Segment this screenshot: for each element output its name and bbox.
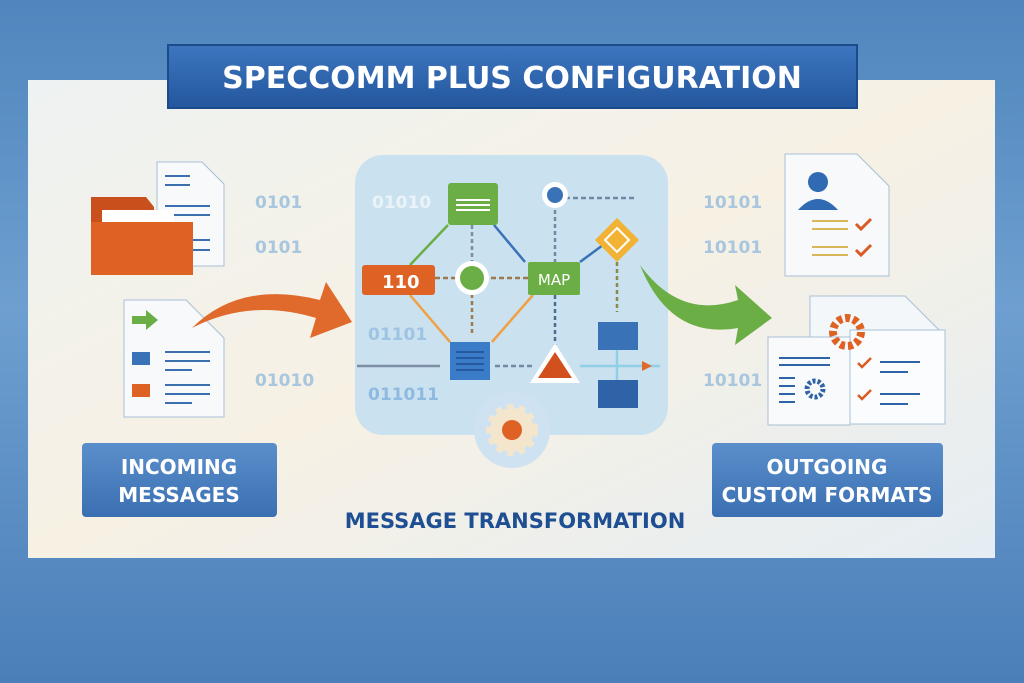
- source-node: 110: [362, 265, 435, 295]
- warning-triangle-icon: [530, 343, 580, 383]
- binary-text: 10101: [703, 238, 762, 258]
- outgoing-arrow-icon: [640, 265, 772, 345]
- binary-text: 01101: [368, 325, 427, 345]
- svg-text:OUTGOING: OUTGOING: [767, 455, 888, 479]
- svg-text:CUSTOM FORMATS: CUSTOM FORMATS: [722, 483, 933, 507]
- svg-text:MESSAGES: MESSAGES: [118, 483, 239, 507]
- incoming-arrow-icon: [192, 282, 352, 338]
- transformation-panel: 01010 01101 011011 110 MAP: [355, 155, 668, 468]
- page-title: SPECCOMM PLUS CONFIGURATION: [222, 61, 802, 96]
- green-node-icon: [448, 183, 498, 225]
- binary-text: 0101: [255, 238, 302, 258]
- incoming-messages-label: INCOMING MESSAGES: [82, 443, 277, 517]
- binary-text: 0101: [255, 193, 302, 213]
- circle-node-icon: [455, 261, 489, 295]
- folder-icon: [91, 197, 193, 275]
- custom-format-documents-icon: [767, 295, 946, 426]
- message-transformation-caption: MESSAGE TRANSFORMATION: [345, 509, 686, 533]
- grid-node-icon: [598, 322, 638, 408]
- binary-text: 011011: [368, 385, 439, 405]
- map-node-label: MAP: [538, 271, 570, 289]
- arrow-icon: [642, 361, 652, 371]
- binary-text: 01010: [255, 371, 314, 391]
- binary-text: 10101: [703, 371, 762, 391]
- title-banner: SPECCOMM PLUS CONFIGURATION: [167, 44, 858, 109]
- message-document-icon: [123, 299, 225, 418]
- binary-text: 10101: [703, 193, 762, 213]
- outgoing-formats-label: OUTGOING CUSTOM FORMATS: [712, 443, 943, 517]
- source-node-label: 110: [382, 272, 420, 293]
- decision-diamond-icon: [595, 218, 639, 262]
- map-node: MAP: [528, 262, 580, 295]
- binary-text: 01010: [372, 193, 431, 213]
- target-node-icon: [542, 182, 568, 208]
- profile-document-icon: [784, 153, 890, 277]
- document-node-icon: [450, 342, 490, 380]
- svg-text:INCOMING: INCOMING: [121, 455, 237, 479]
- gear-icon: [474, 392, 550, 468]
